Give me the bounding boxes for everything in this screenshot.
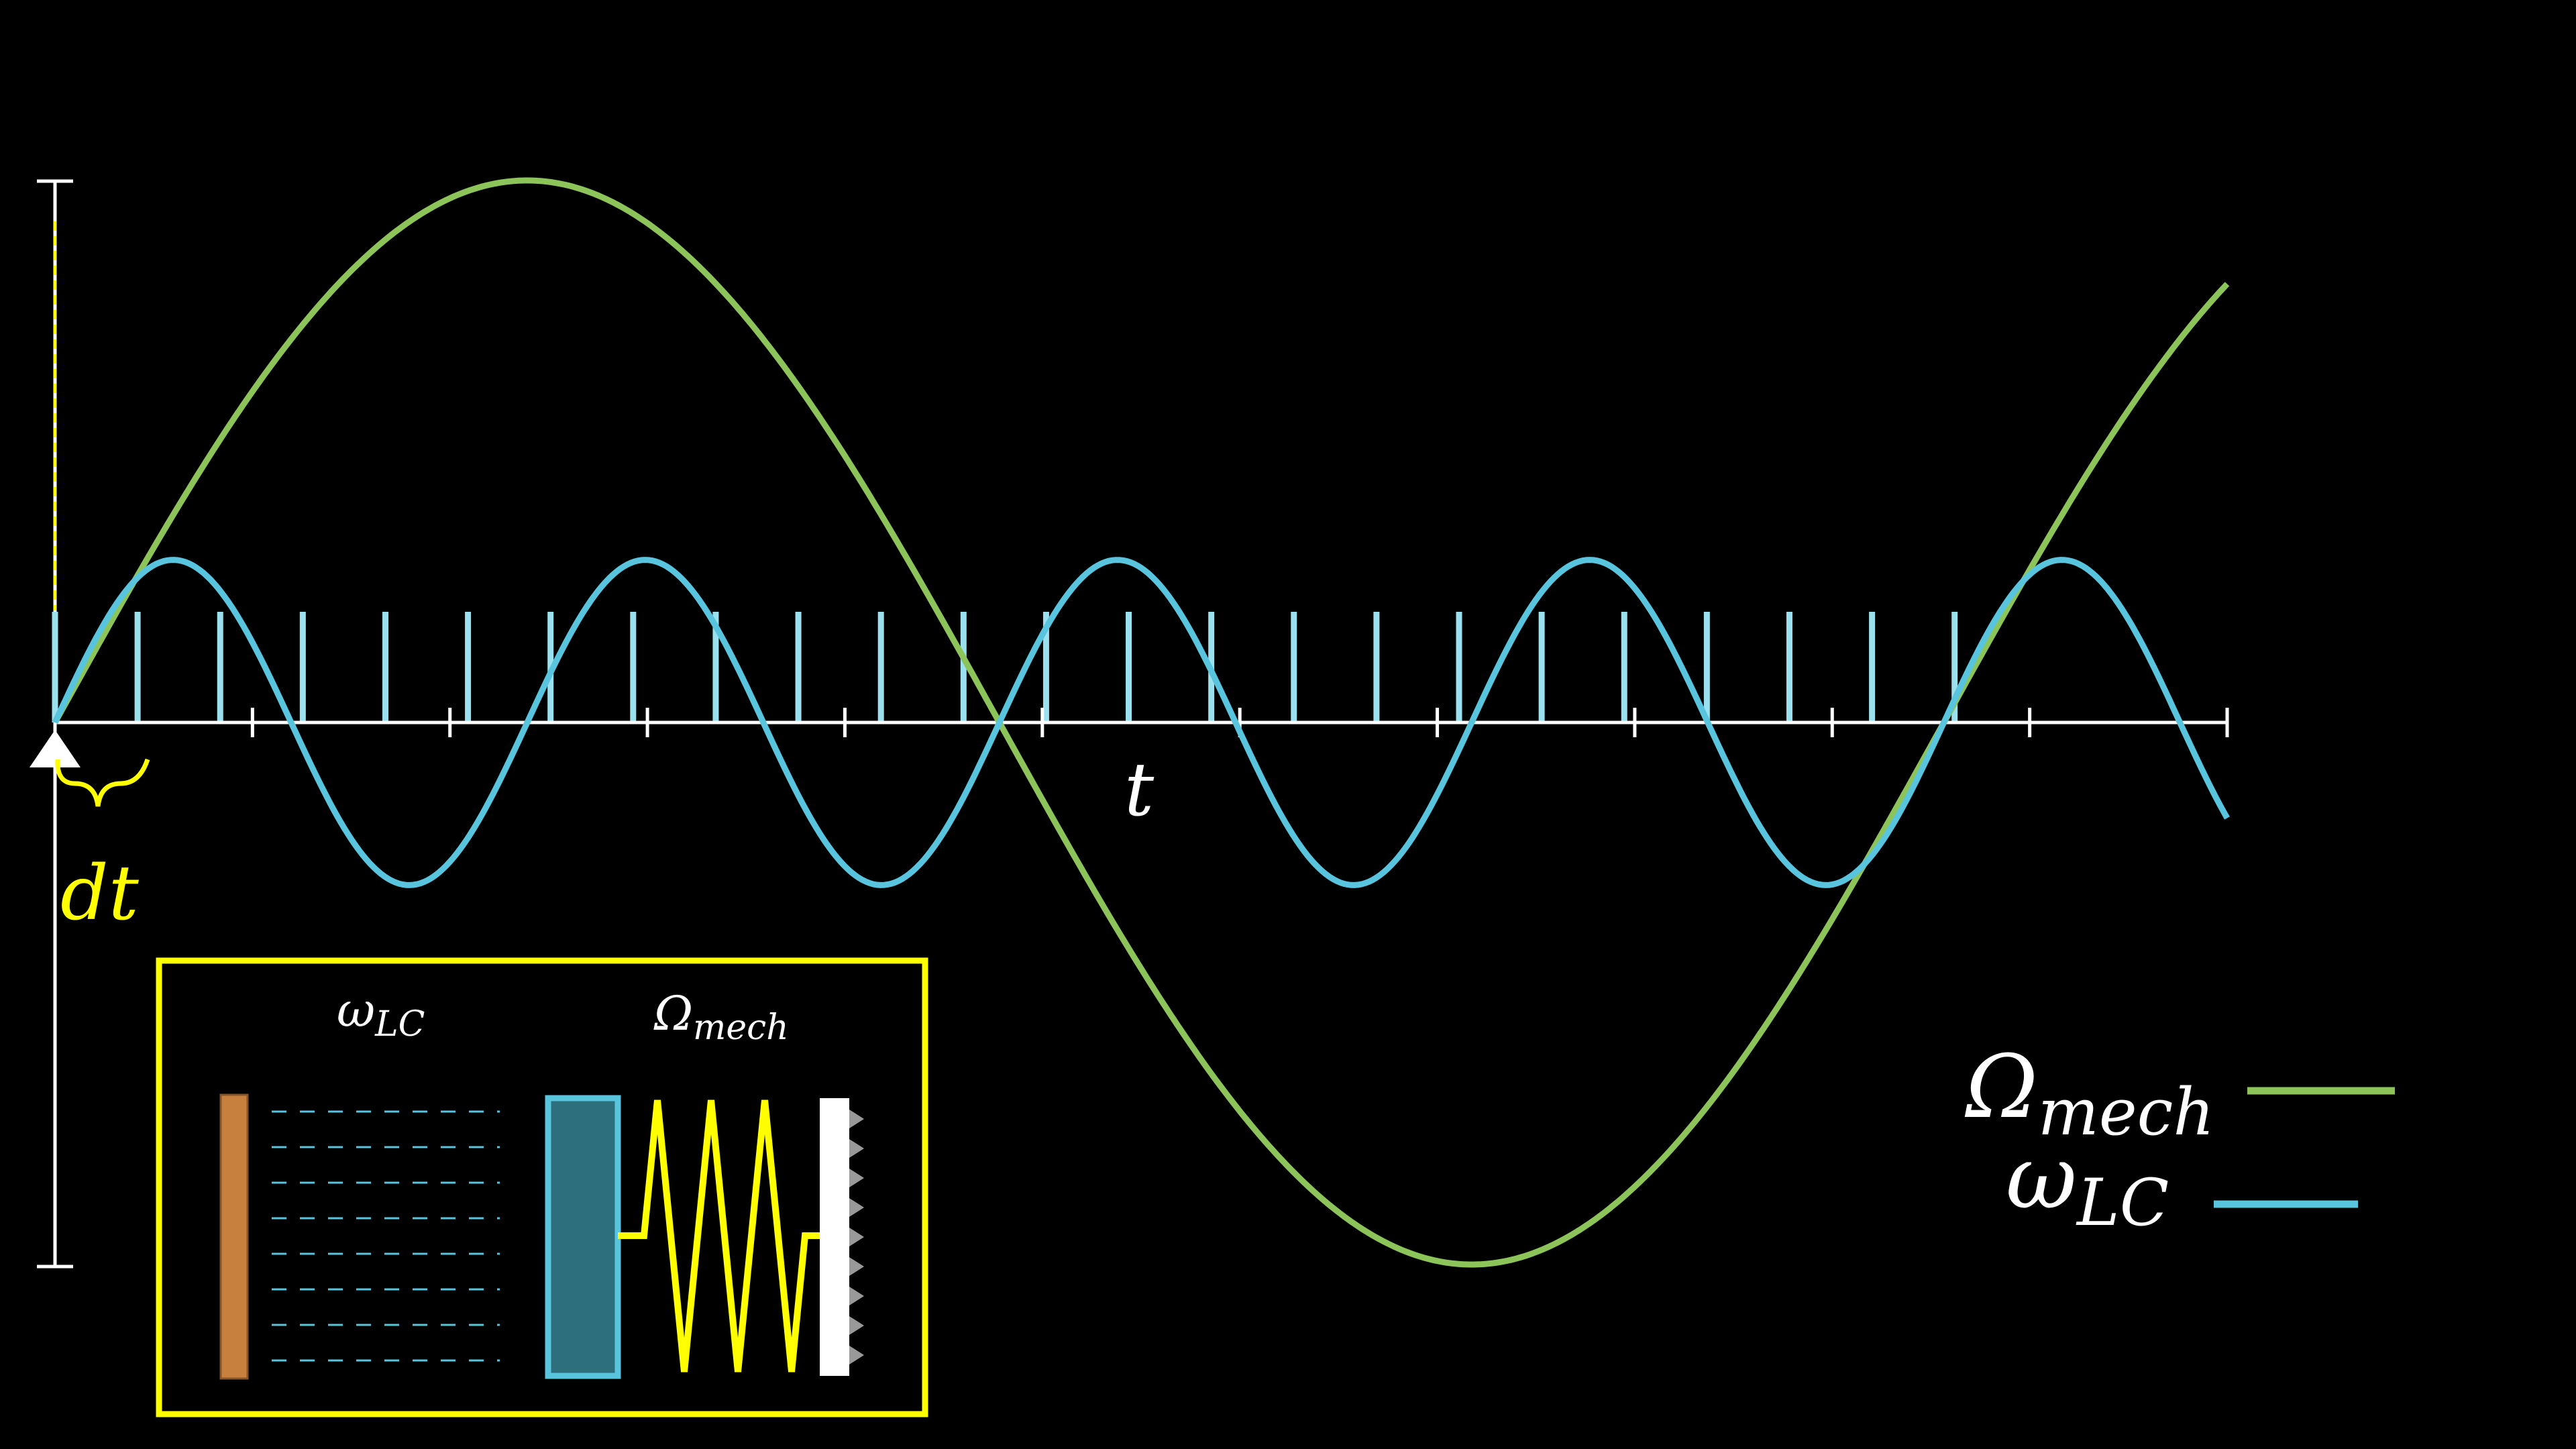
t-axis-label: t — [1124, 747, 1155, 833]
spring — [618, 1099, 820, 1373]
inset-panel: ωLC Ωmech — [156, 957, 928, 1417]
legend-omega-lc-sub: LC — [2076, 1165, 2169, 1240]
legend: Ωmech ωLC — [1964, 1036, 2395, 1240]
inset-omega-lc-symbol: ω — [337, 983, 375, 1038]
legend-omega-lc-label: ωLC — [2006, 1126, 2169, 1240]
x-axis — [55, 708, 2229, 737]
inset-omega-mech-label: Ωmech — [653, 986, 789, 1048]
wall-hatch-mark — [849, 1316, 864, 1335]
wall-hatch-mark — [849, 1139, 864, 1158]
legend-omega-mech-label: Ωmech — [1964, 1036, 2214, 1150]
inset-border — [156, 957, 928, 1417]
capacitor-plate — [219, 1093, 249, 1380]
inset-omega-mech-sub: mech — [693, 1008, 789, 1048]
wall — [820, 1098, 849, 1376]
wall-hatch-mark — [849, 1346, 864, 1364]
inset-omega-mech-symbol: Ω — [653, 986, 693, 1041]
triangle-up-icon — [30, 730, 80, 767]
mass-block — [545, 1095, 621, 1379]
field-lines — [272, 1110, 500, 1362]
wall-hatch-mark — [849, 1198, 864, 1217]
curly-brace-icon — [55, 758, 150, 807]
wall-hatch-mark — [849, 1228, 864, 1246]
legend-omega-mech-symbol: Ω — [1964, 1036, 2038, 1138]
wall-hatch-mark — [849, 1110, 864, 1128]
omega-lc-curve — [52, 557, 2230, 888]
legend-omega-mech-sub: mech — [2038, 1075, 2214, 1150]
wall-hatch-mark — [849, 1257, 864, 1276]
wall-hatch — [849, 1110, 864, 1364]
wall-hatch-mark — [849, 1169, 864, 1187]
inset-omega-lc-label: ωLC — [337, 983, 425, 1044]
inset-omega-lc-sub: LC — [374, 1004, 425, 1044]
legend-omega-lc-symbol: ω — [2006, 1126, 2077, 1228]
dt-label: dt — [60, 850, 140, 937]
wall-hatch-mark — [849, 1287, 864, 1305]
x-axis-ticks — [250, 708, 2229, 737]
